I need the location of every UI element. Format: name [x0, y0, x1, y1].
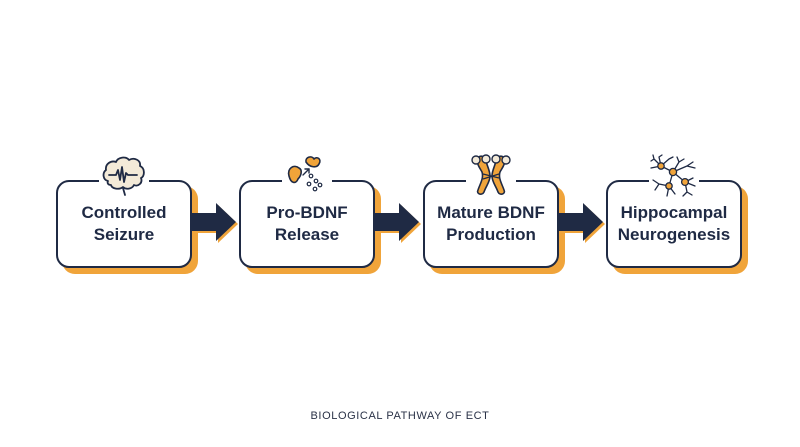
step-label: Controlled Seizure [81, 203, 167, 244]
step-label: Hippocampal Neurogenesis [617, 203, 731, 244]
step-label: Pro-BDNF Release [266, 203, 348, 244]
step-pro-bdnf-release: Pro-BDNF Release [239, 154, 381, 274]
step-hippocampal-neurogenesis: Hippocampal Neurogenesis [606, 154, 748, 274]
bdnf-dimer-icon [466, 154, 516, 198]
protein-cleavage-icon [282, 154, 332, 198]
neuron-network-icon [649, 154, 699, 198]
step-box: Pro-BDNF Release [239, 180, 375, 268]
arrow-right-icon [192, 203, 238, 243]
arrow-right-icon [375, 203, 421, 243]
step-mature-bdnf-production: Mature BDNF Production [423, 154, 565, 274]
step-label: Mature BDNF Production [437, 203, 545, 244]
arrow-right-icon [559, 203, 605, 243]
brain-waveform-icon [99, 154, 149, 198]
diagram-caption: BIOLOGICAL PATHWAY OF ECT [310, 410, 490, 422]
step-controlled-seizure: Controlled Seizure [56, 154, 198, 274]
